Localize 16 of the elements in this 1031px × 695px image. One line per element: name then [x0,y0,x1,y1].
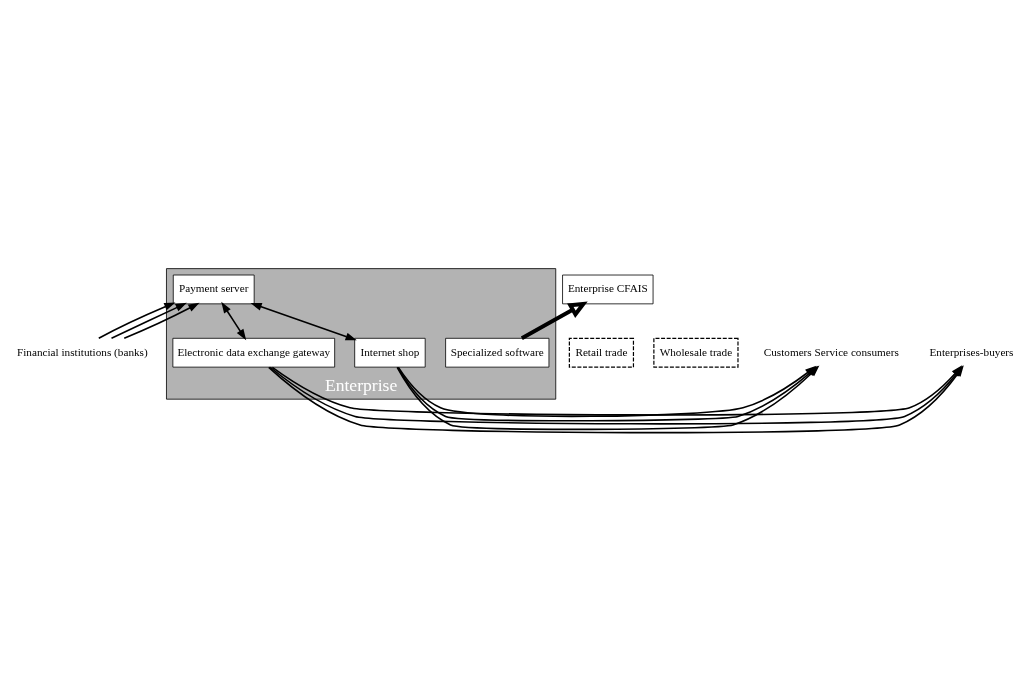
node-box: Payment server [172,274,255,305]
node-box: Wholesale trade [653,337,739,368]
node-box: Internet shop [354,337,426,368]
arrow [221,301,247,341]
node-box: Retail trade [568,337,635,368]
arrow [520,301,588,340]
node-text: Customers Service consumers [763,345,899,358]
arrow [250,303,357,341]
node-text: Financial institutions (banks) [17,345,148,358]
arrow [110,302,187,340]
arrow [123,302,200,340]
node-box: Electronic data exchange gateway [172,337,336,368]
node-box: Specialized software [445,337,550,368]
arrow [98,302,176,340]
node-text: Enterprises-buyers [929,345,1014,358]
node-box: Enterprise CFAIS [562,274,654,305]
